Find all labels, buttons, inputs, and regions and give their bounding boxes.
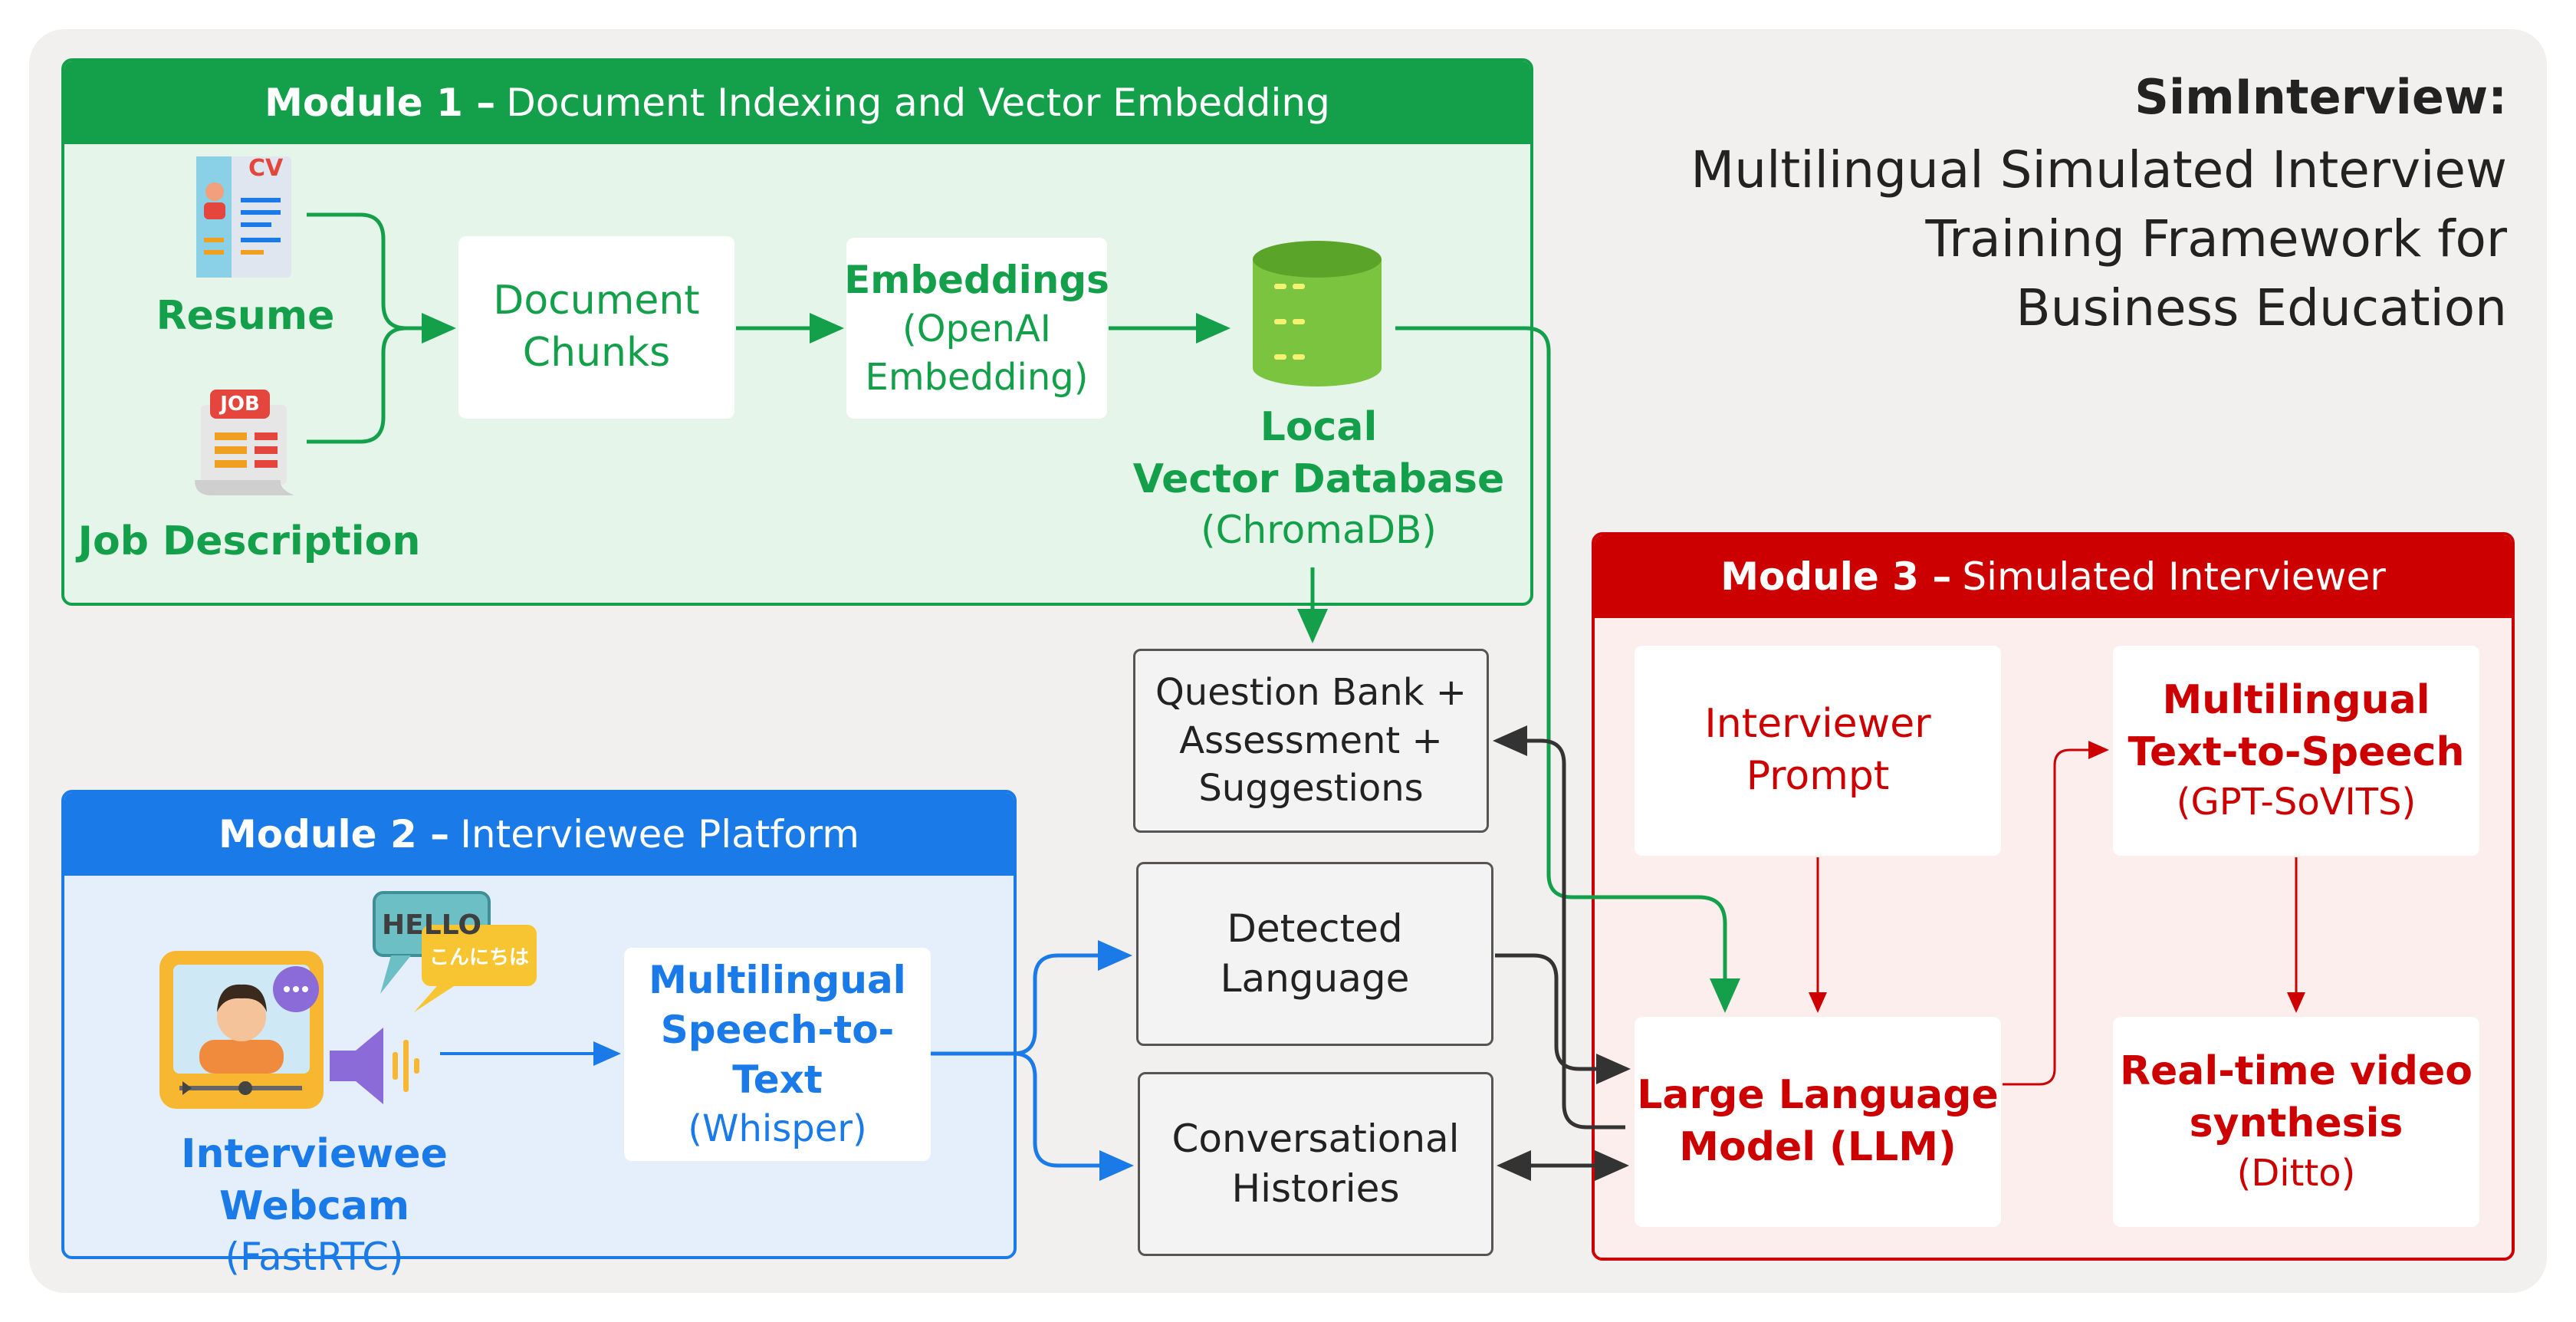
- llm-box: Large Language Model (LLM): [1635, 1017, 2001, 1227]
- vector-db-title-2: Vector Database: [1132, 455, 1505, 502]
- arrow-db-to-llm: [1395, 326, 1740, 1013]
- arrow-resume-to-chunks: [307, 212, 456, 344]
- vector-db-sub: (ChromaDB): [1201, 508, 1437, 553]
- llm-line-2: Model (LLM): [1679, 1124, 1957, 1170]
- conversational-histories-box: Conversational Histories: [1138, 1072, 1493, 1256]
- vector-db-title-1: Local: [1260, 404, 1378, 450]
- resume-icon: [196, 153, 304, 281]
- video-title-2: synthesis: [2189, 1100, 2404, 1146]
- llm-line-1: Large Language: [1637, 1072, 1999, 1119]
- tts-sub: (GPT-SoVITS): [2176, 781, 2417, 824]
- job-description-icon: [187, 382, 302, 497]
- speech-to-text-box: Multilingual Speech-to-Text (Whisper): [624, 948, 931, 1161]
- webcam-illustration: [153, 890, 552, 1112]
- arrow-stt-to-conversational-histories: [1013, 1051, 1134, 1181]
- embeddings-sub-1: (OpenAI: [902, 307, 1051, 351]
- detected-language-box: Detected Language: [1136, 862, 1493, 1046]
- video-synthesis-box: Real-time video synthesis (Ditto): [2113, 1017, 2479, 1227]
- arrow-detected-language-to-llm: [1495, 953, 1631, 1084]
- resume-label: Resume: [156, 293, 335, 339]
- konnichiwa-bubble-text: こんにちは: [429, 945, 529, 969]
- embeddings-sub-2: Embedding): [865, 355, 1089, 399]
- video-title-1: Real-time video: [2120, 1048, 2472, 1095]
- hello-bubble-text: HELLO: [382, 909, 481, 941]
- question-bank-line-2: Assessment +: [1179, 719, 1443, 762]
- module-1-label-bold: Module 1 –: [264, 81, 496, 125]
- module-1-header: Module 1 – Document Indexing and Vector …: [64, 61, 1530, 144]
- module-2-header: Module 2 – Interviewee Platform: [64, 793, 1014, 876]
- webcam-title: Interviewee Webcam: [181, 1131, 448, 1229]
- document-chunks-box: Document Chunks: [458, 236, 734, 419]
- detected-language-line-2: Language: [1220, 956, 1410, 1001]
- title-sub-line-2: Training Framework for: [1925, 209, 2507, 268]
- embeddings-title: Embeddings: [844, 258, 1109, 303]
- question-bank-box: Question Bank + Assessment + Suggestions: [1133, 649, 1489, 833]
- arrow-stt-to-detected-language: [931, 940, 1132, 1056]
- module-3-label-bold: Module 3 –: [1720, 554, 1952, 599]
- module-3-header: Module 3 – Simulated Interviewer: [1595, 535, 2512, 618]
- module-3-label-rest: Simulated Interviewer: [1962, 554, 2386, 599]
- question-bank-line-3: Suggestions: [1198, 767, 1424, 811]
- stt-title-2: Speech-to-Text: [660, 1008, 895, 1103]
- interviewer-prompt-line-2: Prompt: [1746, 753, 1890, 799]
- arrow-job-to-chunks: [307, 326, 407, 444]
- document-chunks-line-2: Chunks: [522, 330, 671, 376]
- tts-title-2: Text-to-Speech: [2128, 728, 2465, 775]
- interviewer-prompt-box: Interviewer Prompt: [1635, 646, 2001, 856]
- arrow-llm-to-question-bank: [1493, 725, 1625, 1130]
- resume-cv-badge: CV: [248, 155, 284, 182]
- webcam-label: Interviewee Webcam (FastRTC): [100, 1129, 529, 1282]
- title-sub-line-1: Multilingual Simulated Interview: [1691, 140, 2507, 199]
- module-2-label-rest: Interviewee Platform: [460, 812, 859, 857]
- conversational-histories-line-2: Histories: [1231, 1166, 1400, 1211]
- detected-language-line-1: Detected: [1227, 906, 1403, 951]
- title-main: SimInterview:: [2134, 69, 2507, 125]
- embeddings-box: Embeddings (OpenAI Embedding): [844, 238, 1109, 419]
- stt-title-1: Multilingual: [649, 958, 906, 1003]
- job-badge: JOB: [220, 393, 260, 416]
- conversational-histories-line-1: Conversational: [1171, 1116, 1460, 1161]
- vector-db-label: Local Vector Database (ChromaDB): [1104, 402, 1533, 555]
- job-description-label: Job Description: [77, 518, 421, 564]
- interviewer-prompt-line-1: Interviewer: [1704, 701, 1931, 748]
- question-bank-line-1: Question Bank +: [1155, 671, 1467, 715]
- text-to-speech-box: Multilingual Text-to-Speech (GPT-SoVITS): [2113, 646, 2479, 856]
- title-sub-line-3: Business Education: [2016, 278, 2507, 337]
- document-chunks-line-1: Document: [493, 278, 700, 324]
- video-sub: (Ditto): [2236, 1152, 2356, 1195]
- database-icon: [1248, 239, 1386, 390]
- module-2-label-bold: Module 2 –: [219, 812, 450, 857]
- stt-sub: (Whisper): [688, 1107, 867, 1151]
- webcam-sub: (FastRTC): [225, 1235, 404, 1280]
- module-1-label-rest: Document Indexing and Vector Embedding: [506, 81, 1330, 125]
- diagram-title: SimInterview: Multilingual Simulated Int…: [1434, 69, 2507, 342]
- arrow-llm-to-tts: [2003, 741, 2109, 1086]
- tts-title-1: Multilingual: [2162, 677, 2430, 724]
